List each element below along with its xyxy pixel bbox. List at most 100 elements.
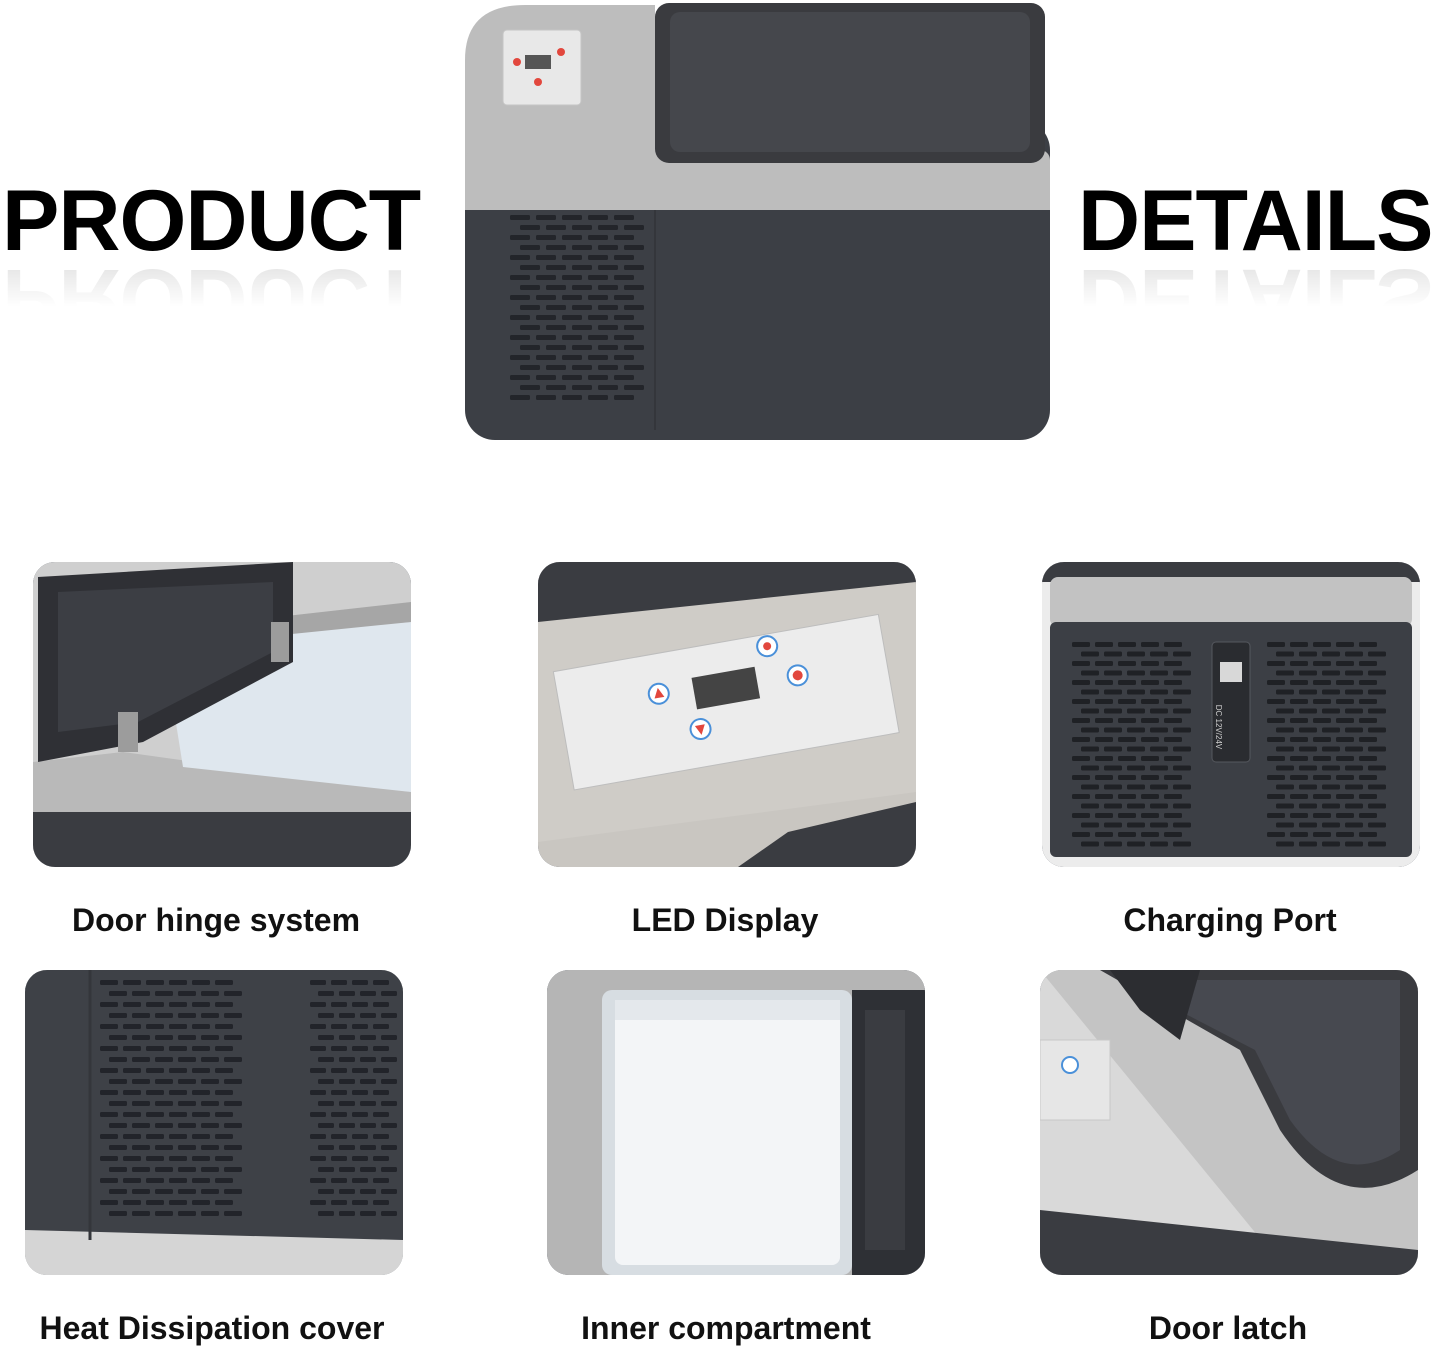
vent-slot — [381, 1013, 397, 1018]
vent-slot — [100, 1090, 118, 1095]
vent-slot — [123, 1112, 141, 1117]
vent-slot — [373, 1134, 389, 1139]
vent-slot — [224, 1101, 242, 1106]
vent-slot — [109, 1145, 127, 1150]
vent-slot — [318, 1189, 334, 1194]
vent-slot — [360, 1057, 376, 1062]
vent-slot — [123, 1046, 141, 1051]
vent-slot — [373, 1024, 389, 1029]
vent-slot — [178, 1145, 196, 1150]
vent-slot — [169, 1178, 187, 1183]
vent-slot — [310, 1090, 326, 1095]
vent-slot — [1150, 651, 1168, 657]
vent-slot — [1118, 661, 1136, 666]
vent-slot — [1368, 727, 1386, 733]
vent-slot — [1322, 784, 1340, 790]
vent-slot — [1141, 756, 1159, 761]
vent-slot — [546, 265, 566, 270]
vent-slot — [373, 1068, 389, 1073]
vent-slot — [360, 1013, 376, 1018]
vent-slot — [598, 285, 618, 290]
vent-slot — [614, 275, 634, 280]
vent-slot — [1276, 670, 1294, 676]
vent-slot — [132, 1101, 150, 1106]
vent-slot — [109, 1167, 127, 1172]
vent-slot — [331, 1178, 347, 1183]
vent-slot — [360, 1123, 376, 1128]
vent-slot — [132, 1189, 150, 1194]
vent-slot — [1267, 737, 1285, 742]
vent-slot — [352, 1046, 368, 1051]
vent-slot — [1072, 718, 1090, 723]
vent-slot — [1322, 708, 1340, 714]
vent-slot — [100, 1046, 118, 1051]
vent-slot — [1104, 784, 1122, 790]
vent-slot — [373, 1046, 389, 1051]
vent-slot — [339, 991, 355, 996]
vent-slot — [360, 1101, 376, 1106]
vent-slot — [146, 1112, 164, 1117]
vent-slot — [1127, 841, 1145, 847]
vent-slot — [201, 1189, 219, 1194]
vent-slot — [215, 1090, 233, 1095]
vent-slot — [109, 1123, 127, 1128]
vent-slot — [1267, 718, 1285, 723]
vent-slot — [1313, 794, 1331, 799]
vent-slot — [132, 1123, 150, 1128]
vent-slot — [109, 1211, 127, 1216]
vent-slot — [155, 1013, 173, 1018]
vent-slot — [536, 275, 556, 280]
vent-slot — [100, 1156, 118, 1161]
vent-slot — [1368, 708, 1386, 714]
vent-slot — [1141, 832, 1159, 837]
vent-slot — [546, 305, 566, 310]
vent-slot — [588, 275, 608, 280]
vent-slot — [339, 1211, 355, 1216]
vent-slot — [360, 1189, 376, 1194]
vent-slot — [1081, 822, 1099, 828]
vent-slot — [1173, 765, 1191, 771]
vent-slot — [1368, 841, 1386, 847]
vent-slot — [169, 1068, 187, 1073]
vent-slot — [1141, 737, 1159, 742]
vent-slot — [520, 345, 540, 350]
vent-slot — [1150, 746, 1168, 752]
vent-slot — [1072, 756, 1090, 761]
vent-slot — [1095, 756, 1113, 761]
vent-slot — [339, 1101, 355, 1106]
vent-slot — [520, 225, 540, 230]
vent-slot — [1322, 822, 1340, 828]
vent-slot — [1118, 699, 1136, 704]
vent-slot — [123, 1002, 141, 1007]
vent-slot — [1299, 670, 1317, 676]
vent-slot — [178, 1211, 196, 1216]
vent-slot — [624, 325, 644, 330]
vent-slot — [1173, 841, 1191, 847]
vent-slot — [1150, 803, 1168, 809]
vent-slot — [381, 1057, 397, 1062]
vent-slot — [224, 1189, 242, 1194]
vent-slot — [1299, 689, 1317, 695]
vent-slot — [562, 335, 582, 340]
vent-slot — [1150, 822, 1168, 828]
caption-inner-compartment: Inner compartment — [581, 1310, 871, 1346]
vent-slot — [1313, 680, 1331, 685]
vent-slot — [1141, 794, 1159, 799]
vent-slot — [520, 285, 540, 290]
vent-slot — [192, 1068, 210, 1073]
vent-slot — [1127, 822, 1145, 828]
vent-slot — [1118, 756, 1136, 761]
vent-slot — [1359, 642, 1377, 647]
vent-slot — [510, 215, 530, 220]
vent-slot — [1072, 737, 1090, 742]
vent-slot — [1299, 765, 1317, 771]
vent-slot — [318, 1079, 334, 1084]
vent-slot — [100, 1134, 118, 1139]
vent-slot — [1081, 784, 1099, 790]
vent-slot — [331, 980, 347, 985]
vent-slot — [215, 1024, 233, 1029]
vent-slot — [1173, 708, 1191, 714]
vent-slot — [155, 1057, 173, 1062]
vent-slot — [546, 225, 566, 230]
vent-slot — [1368, 803, 1386, 809]
